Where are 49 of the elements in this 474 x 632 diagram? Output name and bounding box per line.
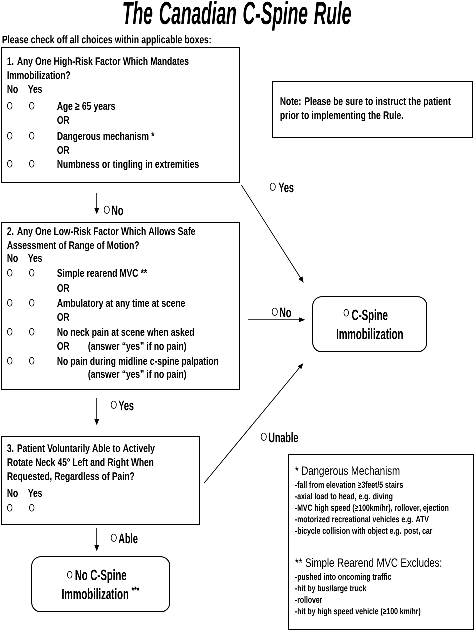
list-item: -pushed into oncoming traffic: [295, 573, 392, 582]
edge-label: No: [112, 206, 124, 216]
hint-text: (answer “yes” if no pain): [88, 370, 186, 380]
option-text: Simple rearend MVC **: [57, 269, 148, 280]
column-header: No: [8, 85, 18, 94]
footnote-heading: * Dangerous Mechanism: [295, 466, 400, 478]
option-text: Numbness or tingling in extremities: [58, 160, 199, 170]
outcome-box: No C-Spine Immobilization $^{***}$: [32, 556, 170, 612]
edge-label: Yes: [278, 182, 294, 193]
list-item: -bicycle collision with object e.g. post, car: [295, 527, 433, 536]
column-header: Yes: [28, 254, 42, 262]
edge-label: Unable: [269, 432, 298, 443]
note-box: [272, 82, 474, 138]
question-text: 2. Any One Low-Risk Factor Which Allows Safe Assessment of Range of Motion?: [7, 227, 196, 252]
option-text: No pain during midline c-spine palpation: [58, 357, 218, 368]
conjunction-text: OR: [58, 284, 70, 292]
column-header: No: [8, 489, 18, 498]
column-header: No: [8, 254, 18, 262]
question-box: [2, 222, 240, 390]
question-text: 1. Any One High-Risk Factor Which Mandates Immobilization?: [8, 57, 189, 80]
conjunction-text: OR: [58, 313, 70, 322]
edge-label: No: [280, 308, 292, 318]
edge-label: Able: [118, 533, 138, 544]
conjunction-text: OR: [58, 146, 70, 154]
list-item: -axial load to head, e.g. diving: [295, 492, 393, 502]
list-item: -rollover: [295, 596, 322, 604]
title: The Canadian C-Spine Rule: [124, 1, 352, 31]
footnote-box: [288, 454, 474, 630]
column-header: Yes: [28, 85, 42, 94]
option-text: Dangerous mechanism *: [58, 132, 155, 142]
list-item: -hit by high speed vehicle (≥100 km/hr): [295, 608, 421, 616]
list-item: -motorized recreational vehicles e.g. ATV: [295, 516, 430, 524]
outcome-box: C-Spine Immobilization: [312, 296, 428, 352]
list-item: -fall from elevation ≥3feet/5 stairs: [295, 481, 404, 488]
footnote-heading: ** Simple Rearend MVC Excludes:: [295, 558, 442, 570]
option-text: No neck pain at scene when asked: [58, 328, 194, 338]
conjunction-text: OR: [58, 116, 70, 124]
question-text: 3. Patient Voluntarily Able to Actively Rotate Neck 45° Left and Right When Requested, Regardless of Pain?: [7, 444, 156, 482]
conjunction-text: OR: [58, 342, 70, 350]
hint-text: (answer “yes” if no pain): [88, 342, 186, 352]
option-text: Ambulatory at any time at scene: [57, 299, 186, 310]
question-box: [2, 436, 200, 526]
edge-label: Yes: [118, 400, 134, 411]
list-item: -MVC high speed (≥100km/hr), rollover, ejection: [295, 504, 449, 513]
list-item: -hit by bus/large truck: [295, 584, 367, 594]
note-text: Note: Please be sure to instruct the patient prior to implementing the Rule.: [280, 97, 451, 122]
option-text: Age ≥ 65 years: [57, 102, 116, 112]
question-box: [2, 48, 240, 184]
column-header: Yes: [28, 489, 42, 498]
